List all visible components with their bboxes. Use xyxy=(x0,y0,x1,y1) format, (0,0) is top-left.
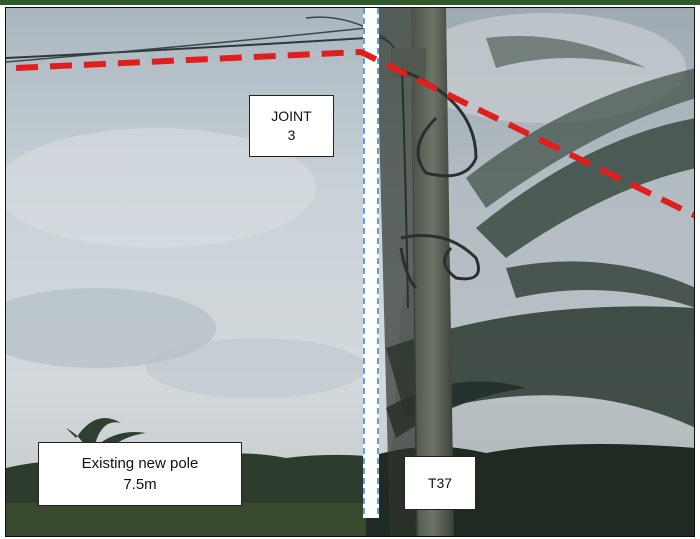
joint-label: JOINT 3 xyxy=(249,95,334,157)
photo-frame: JOINT 3 Existing new pole 7.5m T37 xyxy=(5,7,695,537)
existing-pole-label: Existing new pole 7.5m xyxy=(38,442,242,506)
header-rule xyxy=(0,0,700,5)
pole-tag-label: T37 xyxy=(404,456,476,510)
overhead-wire xyxy=(6,35,395,59)
small-palm xyxy=(66,418,146,463)
overhead-wire xyxy=(6,27,367,63)
cable-coil xyxy=(400,234,480,281)
cable-route-line xyxy=(15,48,694,219)
joint-label-title: JOINT xyxy=(271,108,312,124)
palm-frond xyxy=(486,36,646,68)
palm-frond xyxy=(476,118,694,258)
site-photo xyxy=(6,8,694,536)
existing-pole-label-text: Existing new pole xyxy=(81,455,199,472)
reference-line-bg xyxy=(363,8,379,518)
joint-label-number: 3 xyxy=(287,127,296,143)
cloud xyxy=(146,338,366,398)
cable-drop xyxy=(401,67,409,309)
cloud xyxy=(6,128,316,248)
palm-frond xyxy=(466,68,694,208)
pole-shadow xyxy=(376,8,418,536)
cloud xyxy=(6,288,216,368)
pole-tag-text: T37 xyxy=(427,474,453,491)
existing-pole-label-height: 7.5m xyxy=(123,476,157,493)
palm-frond xyxy=(506,261,694,308)
